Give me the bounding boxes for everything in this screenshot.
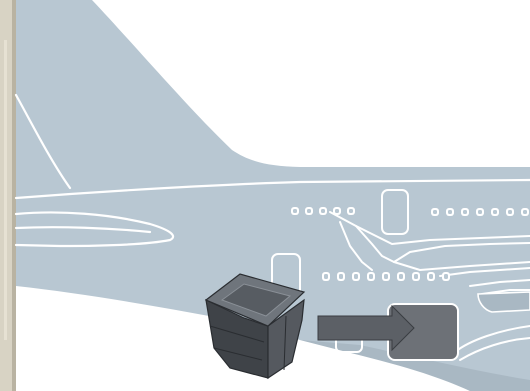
upper-deck-window-holes <box>293 209 353 213</box>
container-right-face <box>267 298 305 380</box>
upper-deck-door <box>381 189 409 235</box>
wing-fairing <box>454 325 530 361</box>
tail-fin-outline <box>14 93 530 200</box>
upper-deck-window-holes-right <box>433 210 527 214</box>
fuselage-body <box>16 0 530 391</box>
frame-edge <box>0 0 16 391</box>
wing-outline <box>329 211 530 295</box>
cargo-container <box>204 273 306 380</box>
engine-nacelle <box>477 291 530 313</box>
horizontal-stabilizer <box>14 211 175 248</box>
container-top-inner <box>220 283 292 317</box>
main-deck-window-holes <box>324 274 448 279</box>
loading-arrow <box>317 304 415 352</box>
container-panel-lines <box>209 315 287 371</box>
